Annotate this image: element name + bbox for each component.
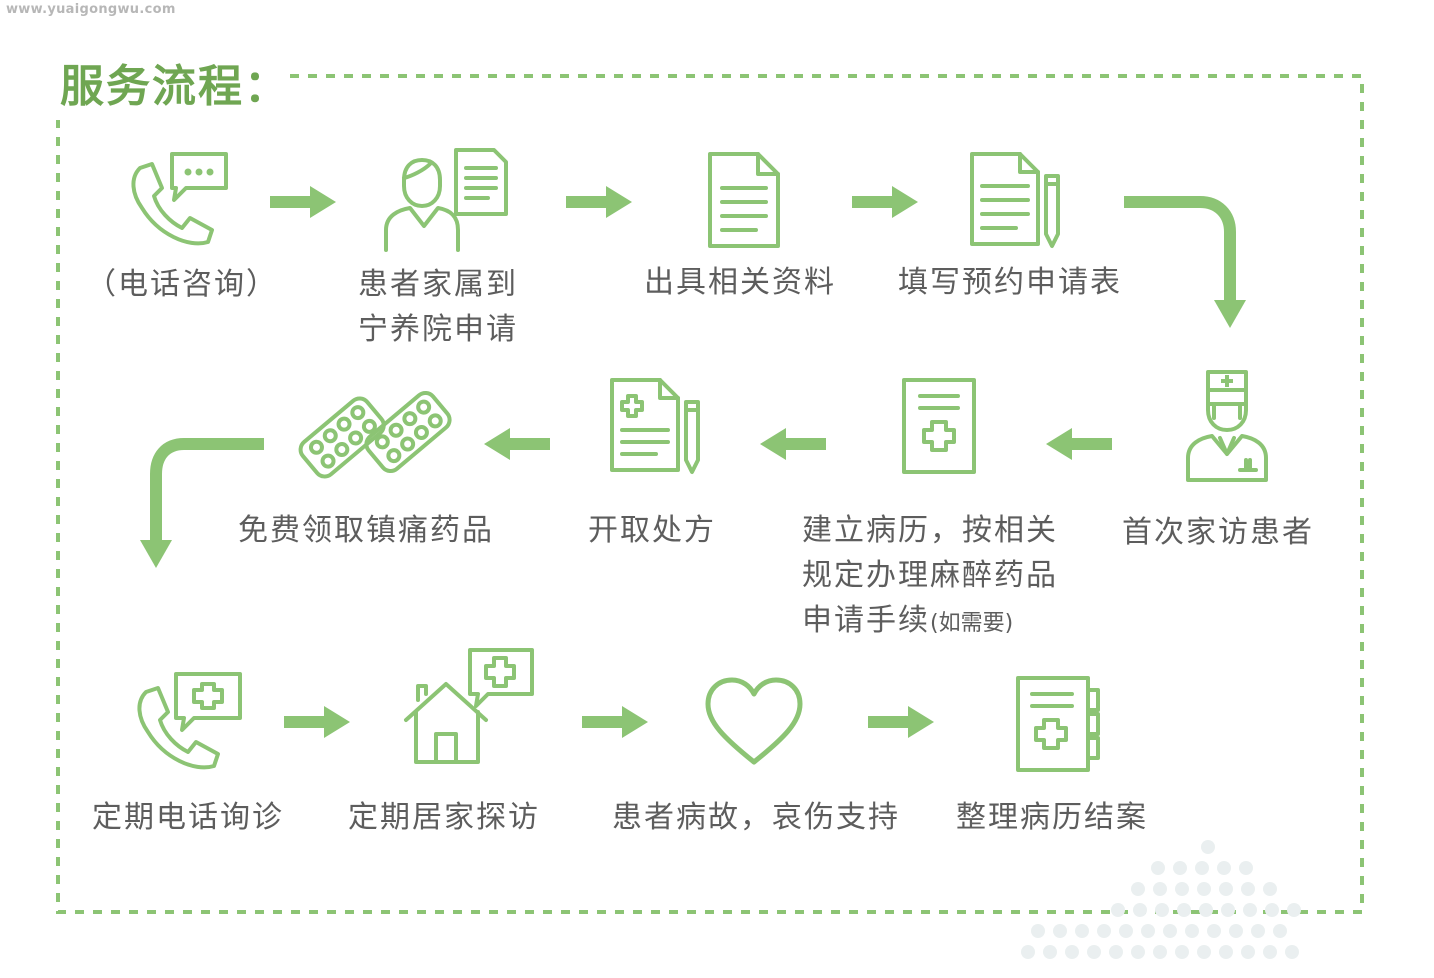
arrow-left-icon bbox=[484, 428, 550, 460]
phone-medical-icon bbox=[137, 672, 242, 770]
arrow-right-icon bbox=[284, 706, 350, 738]
step-label-medical-record-3: 申请手续(如需要) bbox=[802, 598, 1013, 646]
doctor-icon bbox=[1186, 370, 1268, 482]
curved-arrow-down-icon bbox=[140, 438, 264, 568]
arrow-right-icon bbox=[852, 186, 918, 218]
step-label-first-visit: 首次家访患者 bbox=[1122, 515, 1314, 550]
phone-chat-icon bbox=[131, 152, 228, 246]
document-icon bbox=[708, 152, 780, 248]
step-label-archive: 整理病历结案 bbox=[956, 800, 1148, 835]
step-label-free-medicine: 免费领取镇痛药品 bbox=[238, 513, 494, 548]
step-label-prescribe: 开取处方 bbox=[588, 513, 716, 548]
folder-medical-icon bbox=[1016, 676, 1100, 772]
step-label-bereavement: 患者病故，哀伤支持 bbox=[612, 800, 900, 835]
watermark: www.yuaigongwu.com bbox=[6, 2, 176, 17]
step-label-phone-followup: 定期电话询诊 bbox=[92, 800, 284, 835]
step-label-medical-record-2: 规定办理麻醉药品 bbox=[802, 558, 1058, 593]
arrow-right-icon bbox=[868, 706, 934, 738]
step-label-phone-consult: （电话咨询） bbox=[86, 267, 278, 302]
arrow-right-icon bbox=[566, 186, 632, 218]
heart-icon bbox=[705, 677, 803, 765]
medical-record-icon bbox=[902, 378, 976, 474]
arrow-right-icon bbox=[270, 186, 336, 218]
curved-arrow-down-icon bbox=[1124, 196, 1246, 328]
step-label-medical-record-3-main: 申请手续 bbox=[802, 603, 930, 638]
step-label-home-visit: 定期居家探访 bbox=[348, 800, 540, 835]
person-document-icon bbox=[384, 148, 508, 252]
arrow-left-icon bbox=[760, 428, 826, 460]
document-pen-icon bbox=[970, 152, 1060, 248]
step-label-fill-form: 填写预约申请表 bbox=[898, 265, 1122, 300]
arrow-left-icon bbox=[1046, 428, 1112, 460]
step-label-provide-docs: 出具相关资料 bbox=[644, 265, 836, 300]
page-title: 服务流程： bbox=[60, 61, 290, 112]
step-label-medical-record-note: (如需要) bbox=[930, 611, 1014, 636]
prescription-icon bbox=[610, 378, 700, 474]
pill-blister-icon bbox=[298, 391, 452, 479]
arrow-right-icon bbox=[582, 706, 648, 738]
step-label-family-apply-1: 患者家属到 bbox=[358, 267, 518, 302]
house-medical-icon bbox=[404, 648, 534, 764]
step-label-family-apply-2: 宁养院申请 bbox=[358, 312, 518, 347]
decorative-dots bbox=[1021, 840, 1301, 959]
step-label-medical-record-1: 建立病历，按相关 bbox=[802, 513, 1058, 548]
